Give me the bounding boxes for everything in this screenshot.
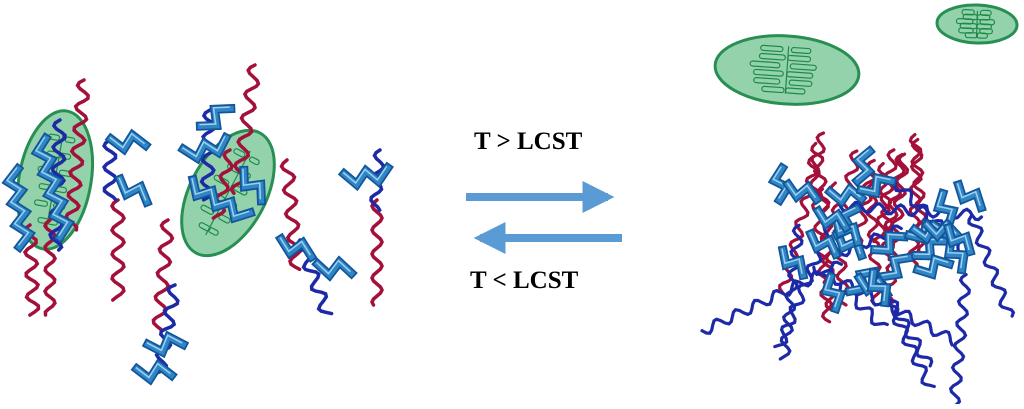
zigzag-block [767, 161, 794, 207]
cells-layer [16, 3, 1019, 258]
polymer-chain-red [151, 218, 175, 332]
bacterium-cell-icon [935, 3, 1019, 45]
zigzag-block [812, 204, 852, 234]
zigzag-block [141, 330, 190, 359]
polymer-chain-red [109, 198, 127, 302]
zigzag-block [104, 128, 152, 156]
chains-layer [1, 63, 1016, 409]
polymer-chain-blue [947, 273, 971, 409]
polymer-chain-red [42, 218, 58, 317]
zigzag-block [311, 255, 358, 282]
zigzag-block [1, 162, 36, 254]
zigzag-block [832, 227, 868, 262]
polymer-chain-red [22, 223, 41, 317]
zigzag-block [239, 165, 267, 206]
zigzag-block [187, 174, 256, 224]
polymer-chain-blue [838, 200, 984, 222]
zigzag-block [195, 103, 236, 131]
zigzag-block [851, 144, 876, 188]
polymer-chain-red [64, 78, 90, 232]
zigzag-block [781, 178, 823, 206]
zigzag-block [942, 222, 976, 257]
zigzag-block [855, 172, 898, 199]
zigzag-block [274, 232, 318, 263]
zigzag-block [177, 131, 232, 165]
zigzag-block [114, 173, 153, 208]
zigzag-block [932, 187, 959, 231]
zigzag-block [877, 252, 914, 282]
polymer-chain-blue [102, 138, 118, 202]
zigzag-block [952, 179, 987, 214]
polymer-chain-red [872, 148, 898, 244]
label-below-lcst: T < LCST [470, 267, 579, 294]
bacterium-cell-icon [713, 34, 861, 106]
zigzag-block [777, 244, 809, 281]
polymer-chain-blue [154, 283, 180, 375]
equilibrium-arrows-icon [466, 181, 622, 254]
zigzag-block [823, 182, 868, 208]
zigzag-block [337, 161, 394, 192]
zigzag-block [912, 253, 955, 280]
zigzag-block [820, 271, 847, 315]
zigzag-block [866, 267, 892, 308]
zigzag-block [804, 228, 842, 261]
polymer-chain-red [370, 198, 384, 307]
zigzag-block [30, 132, 76, 244]
label-above-lcst: T > LCST [474, 128, 583, 155]
zigzag-block [869, 231, 909, 256]
polymer-chain-blue [967, 214, 1016, 318]
zigzag-block [130, 358, 178, 386]
